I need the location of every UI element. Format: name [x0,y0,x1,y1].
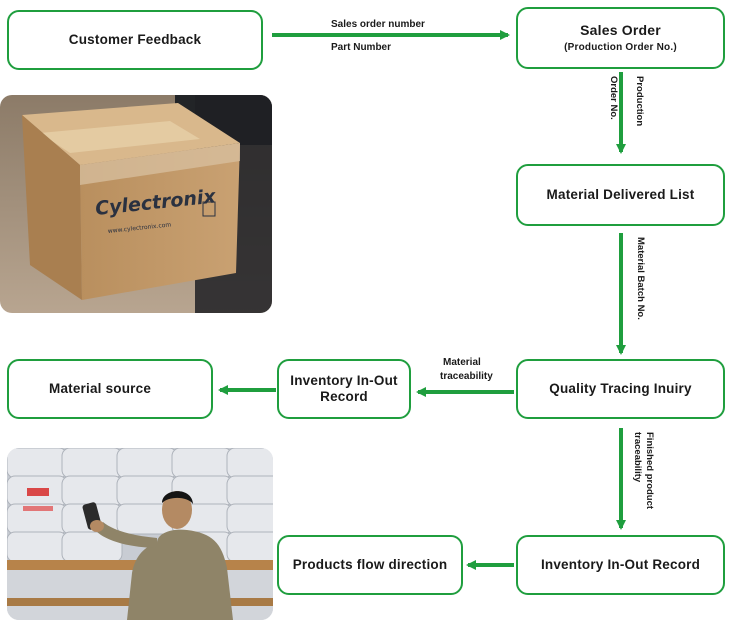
node-inventory-record-bottom-label: Inventory In-Out Record [540,556,701,572]
box-photo: Cylectronix www.cylectronix.com [0,95,272,313]
edge-label-traceability: traceability [440,371,493,382]
node-material-source-label: Material source [49,380,152,396]
node-inventory-record-mid-line2: Record [320,389,368,404]
edge-label-production: Production [634,76,645,127]
warehouse-photo-image [7,448,273,620]
node-inventory-record-bottom: Inventory In-Out Record [516,535,725,595]
node-material-delivered-label: Material Delivered List [546,186,695,202]
edge-label-material-batch-no: Material Batch No. [635,237,646,320]
node-quality-tracing-label: Quality Tracing Inuiry [549,380,692,396]
node-inventory-record-mid-line1: Inventory In-Out [290,372,398,388]
edge-label-sales-order-number: Sales order number [331,19,425,30]
node-material-delivered: Material Delivered List [516,164,725,226]
node-products-flow: Products flow direction [277,535,463,595]
edge-label-finished-traceability: traceability [632,432,643,483]
node-products-flow-label: Products flow direction [292,556,448,572]
node-sales-order-sublabel: (Production Order No.) [564,41,677,53]
edge-label-order-no: Order No. [608,76,619,120]
edge-label-finished-product: Finished product [644,432,655,510]
node-customer-feedback-label: Customer Feedback [68,31,202,47]
node-customer-feedback: Customer Feedback [7,10,263,70]
box-photo-image: Cylectronix www.cylectronix.com [0,95,272,313]
node-quality-tracing: Quality Tracing Inuiry [516,359,725,419]
edge-label-part-number: Part Number [331,42,392,53]
node-sales-order-label: Sales Order [580,22,661,39]
warehouse-photo [7,448,273,620]
edge-label-material: Material [443,357,481,368]
node-inventory-record-mid: Inventory In-Out Record [277,359,411,419]
node-sales-order: Sales Order (Production Order No.) [516,7,725,69]
node-material-source: Material source [7,359,213,419]
